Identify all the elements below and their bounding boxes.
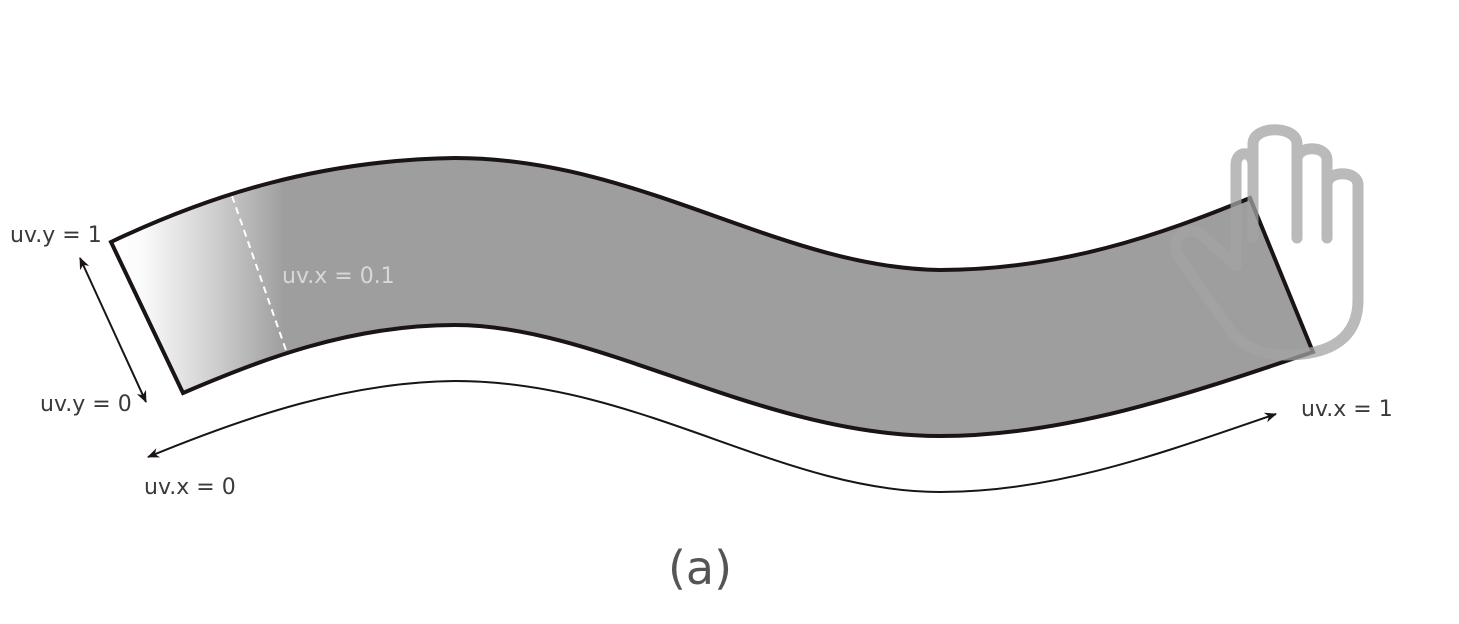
label-uv-x-1: uv.x = 1 <box>1301 397 1393 422</box>
hand-icon <box>1170 124 1364 361</box>
uv-x-0.1-dashed-line <box>231 195 289 357</box>
figure-caption: (a) <box>668 541 732 595</box>
label-uv-y-1: uv.y = 1 <box>10 223 102 248</box>
ribbon-fill <box>111 158 1313 436</box>
label-uv-y-0: uv.y = 0 <box>40 392 132 417</box>
ribbon <box>108 155 1316 439</box>
label-uv-x-0: uv.x = 0 <box>144 475 236 500</box>
uv-x-arrow <box>147 379 1277 494</box>
label-uv-x-0.1: uv.x = 0.1 <box>282 264 395 289</box>
uv-y-arrow <box>79 257 147 403</box>
